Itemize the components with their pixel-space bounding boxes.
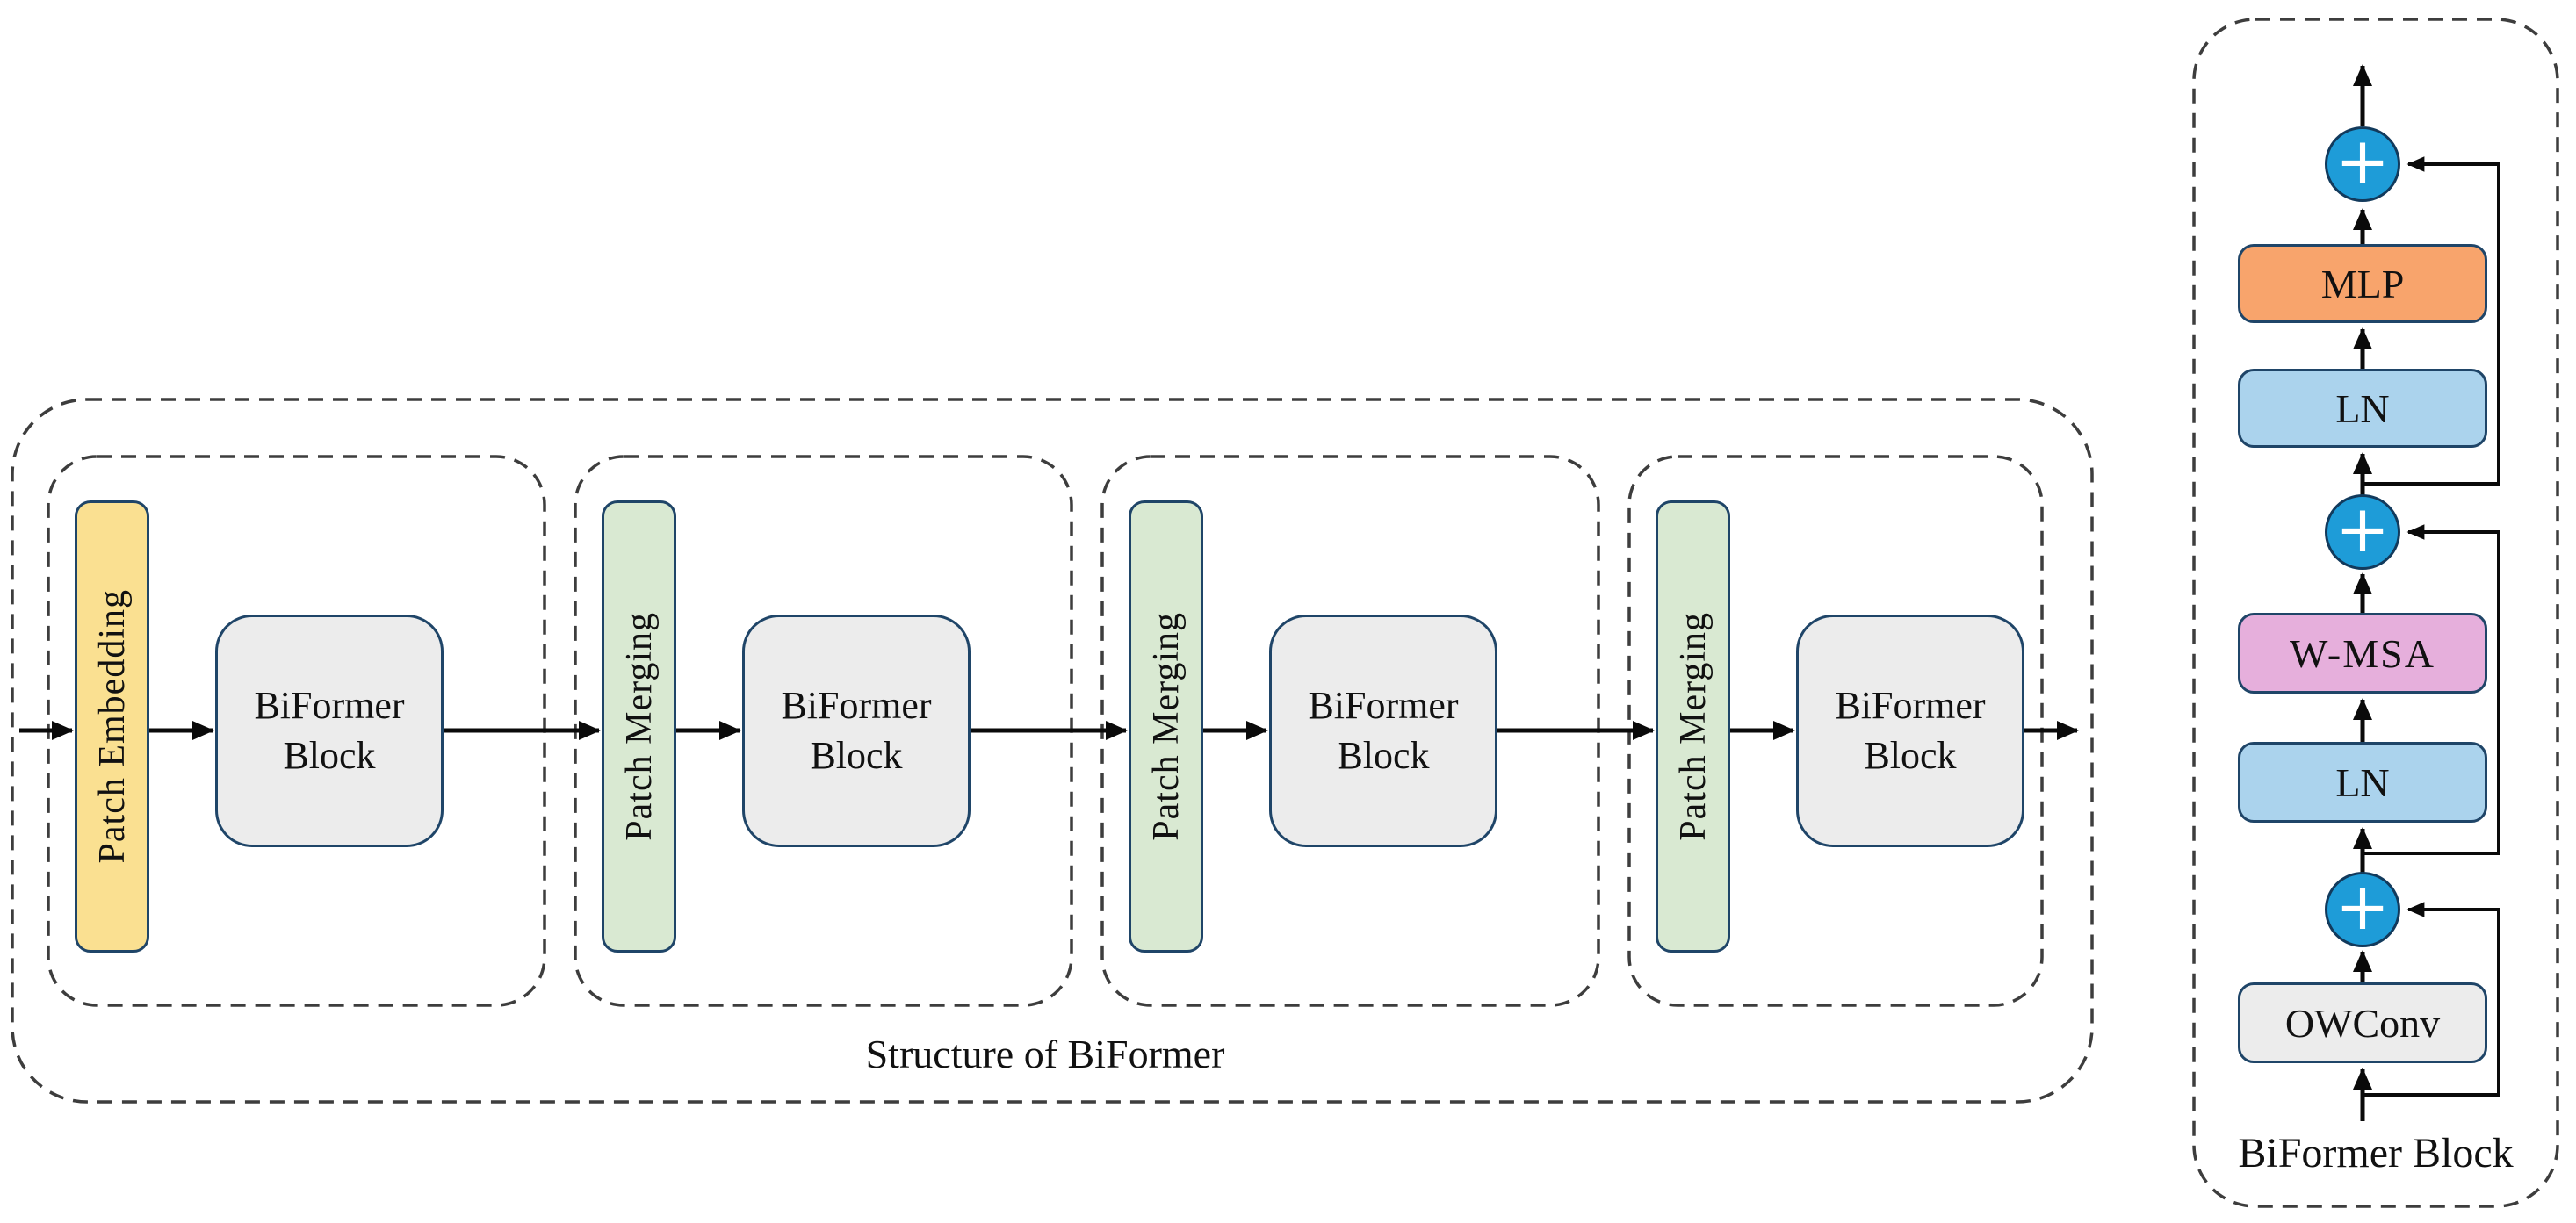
wmsa-label: W-MSA xyxy=(2290,630,2435,676)
biformer-block-box-4: BiFormer Block xyxy=(1796,615,2024,847)
owconv-box: OWConv xyxy=(2238,982,2487,1063)
ln-box-upper: LN xyxy=(2238,369,2487,448)
owconv-label: OWConv xyxy=(2284,1000,2441,1046)
patch-merging-box-2: Patch Merging xyxy=(1129,500,1203,953)
patch-embedding-box: Patch Embedding xyxy=(75,500,149,953)
skip-connection-add1-to-add2 xyxy=(2363,524,2500,855)
patch-merging-label-3: Patch Merging xyxy=(1672,612,1714,841)
patch-merging-box-1: Patch Merging xyxy=(602,500,676,953)
patch-merging-box-3: Patch Merging xyxy=(1656,500,1730,953)
patch-merging-label-1: Patch Merging xyxy=(618,612,660,841)
ln-label-upper: LN xyxy=(2335,385,2390,431)
biformer-block-label-1: BiFormer Block xyxy=(254,684,405,777)
plus-icon: + xyxy=(2334,492,2390,567)
structure-caption: Structure of BiFormer xyxy=(865,1032,1225,1076)
patch-merging-label-2: Patch Merging xyxy=(1145,612,1187,841)
ln-label-lower: LN xyxy=(2335,759,2390,805)
biformer-block-label-3: BiFormer Block xyxy=(1308,684,1459,777)
plus-icon: + xyxy=(2334,124,2390,199)
skip-connection-add2-to-add3 xyxy=(2363,156,2500,486)
biformer-block-detail-container xyxy=(2192,18,2559,1208)
mlp-box: MLP xyxy=(2238,244,2487,323)
add-circle-2: + xyxy=(2325,494,2400,570)
biformer-block-box-1: BiFormer Block xyxy=(215,615,444,847)
biformer-block-box-2: BiFormer Block xyxy=(742,615,971,847)
biformer-block-label-2: BiFormer Block xyxy=(781,684,932,777)
biformer-block-caption: BiFormer Block xyxy=(2238,1130,2514,1176)
skip-connection-input-to-add1 xyxy=(2363,902,2500,1097)
structure-outer-container xyxy=(11,398,2094,1104)
biformer-block-box-3: BiFormer Block xyxy=(1269,615,1497,847)
biformer-block-label-4: BiFormer Block xyxy=(1835,684,1986,777)
patch-embedding-label: Patch Embedding xyxy=(91,589,133,864)
ln-box-lower: LN xyxy=(2238,742,2487,823)
wmsa-box: W-MSA xyxy=(2238,613,2487,694)
add-circle-3: + xyxy=(2325,126,2400,202)
plus-icon: + xyxy=(2334,869,2390,945)
add-circle-1: + xyxy=(2325,872,2400,947)
mlp-label: MLP xyxy=(2320,261,2405,306)
